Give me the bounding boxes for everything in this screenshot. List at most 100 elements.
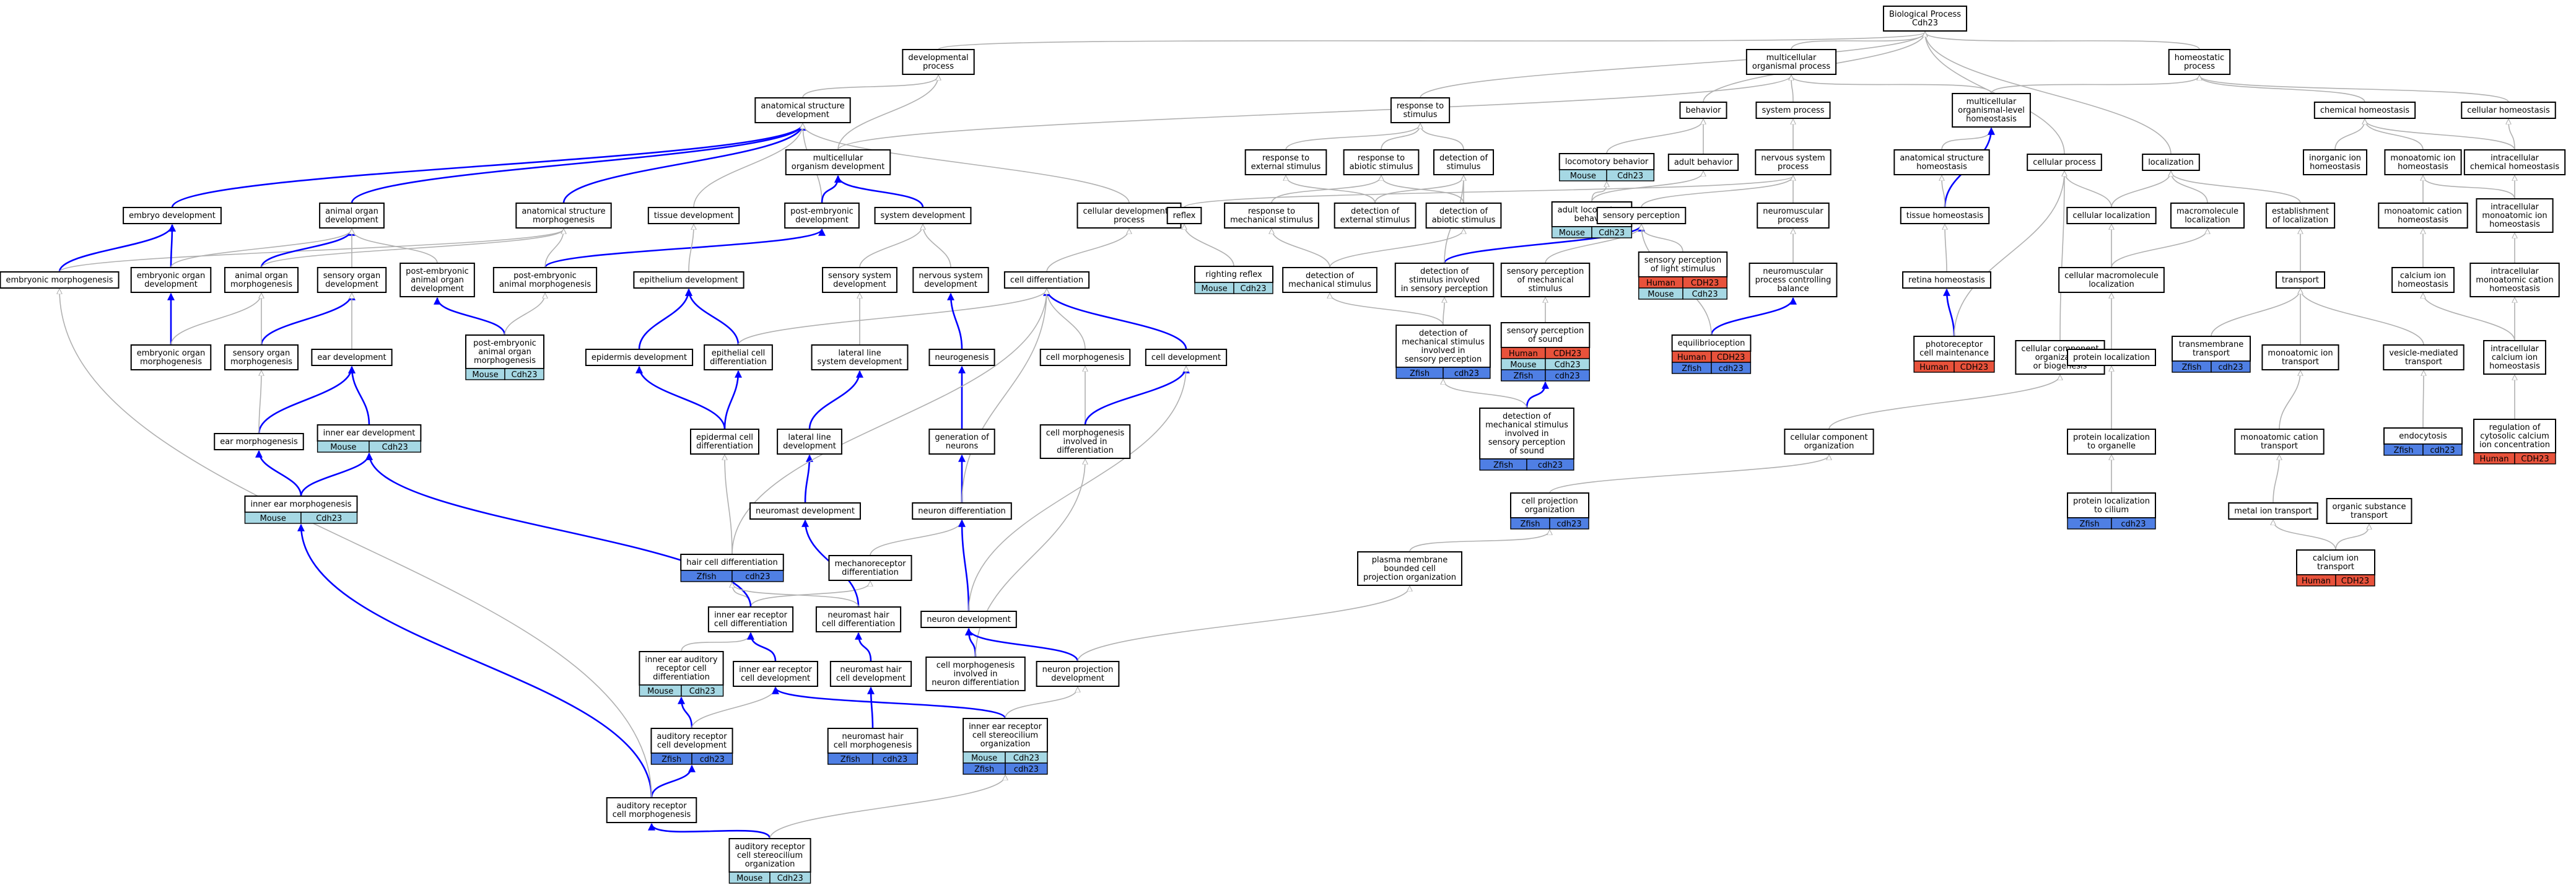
go-term-box [2302,149,2368,175]
go-term-node: cell development [1145,349,1228,366]
go-term-node: behavior [1679,102,1727,119]
go-term-box [1745,49,1837,75]
gene-cell [1526,458,1574,471]
go-term-label: generation of [935,433,989,442]
gene-label: Cdh23 [1555,360,1581,370]
species-label: Mouse [260,514,286,523]
part-of-edge [1526,381,1549,409]
go-term-label: detection of [1419,329,1467,338]
go-term-box [754,97,851,123]
go-term-node: neurogenesis [928,349,995,366]
part-of-edge [834,175,924,208]
go-term-label: neuromast hair [827,611,889,620]
is-a-edge [1272,229,1330,268]
go-term-label: morphogenesis [533,216,595,225]
go-term-label: sensory perception [1488,438,1566,447]
go-term-label: homeostasis [2398,280,2448,289]
part-of-edge [351,123,806,204]
is-a-edge [2273,455,2279,504]
go-term-label: mechanical stimulus [1402,338,1485,347]
go-term-label: sensory perception [1507,267,1584,276]
go-term-box [785,149,891,175]
go-term-box [2391,267,2455,293]
go-term-label: involved in [1421,346,1465,356]
go-term-label: process controlling [1755,276,1832,285]
go-term-label: inner ear receptor [969,722,1042,731]
part-of-edge [855,632,872,662]
go-term-label: cell morphogenesis [613,810,691,819]
go-term-node: neuron differentiation [912,502,1012,520]
go-term-label: detection of [1306,271,1354,281]
go-term-box [2383,344,2465,370]
go-term-box [912,502,1012,520]
go-term-label: stimulus involved [1409,276,1480,285]
species-label: Zfish [2079,520,2099,529]
go-term-label: process [1778,216,1809,225]
go-term-box [0,271,120,289]
go-term-box [317,424,422,442]
is-a-edge [2335,525,2369,551]
is-a-edge [938,32,1925,50]
go-term-box [749,502,861,520]
gene-cell [2111,517,2156,530]
go-term-label: mechanical stimulus [1485,421,1568,430]
go-term-label: vesicle-mediated [2389,349,2458,358]
go-term-label: righting reflex [1205,270,1262,279]
go-term-label: development [776,110,829,120]
species-label: Mouse [1570,172,1596,181]
go-term-label: cellular localization [2072,211,2150,220]
go-term-label: ion concentration [2479,440,2550,450]
part-of-edge [867,686,875,729]
go-term-box [1394,263,1495,297]
gene-label: CDH23 [1553,349,1581,359]
go-term-label: detection of [1439,207,1488,216]
gene-cell [681,684,724,697]
go-term-label: cell development [1151,353,1221,362]
go-term-label: cell stereocilium [737,851,803,860]
go-term-label: transport [2193,349,2230,358]
gene-cell [1545,369,1590,382]
part-of-edge [1043,288,1187,350]
is-a-edge [1381,176,1464,204]
part-of-edge [255,450,302,497]
is-a-edge [2365,120,2424,151]
go-term-node: cell morphogenesis [1039,349,1131,366]
is-a-edge [1545,225,1641,264]
go-term-box [1036,661,1120,687]
go-term-box [492,267,598,293]
is-a-edge [1077,587,1410,662]
is-a-edge [1641,176,1793,208]
go-term-label: transport [2317,562,2354,572]
go-term-label: post-embryonic [406,267,469,276]
go-term-box [874,207,972,224]
go-term-box [1882,6,1968,32]
is-a-edge [870,520,962,556]
go-term-box [2378,203,2468,229]
go-term-label: multicellular [1766,53,1817,63]
go-term-label: system development [881,211,966,220]
is-a-edge [2111,172,2171,208]
gene-label: cdh23 [1538,461,1563,470]
go-term-label: neuromuscular [1763,207,1823,216]
go-term-node: sensory perception [1596,207,1687,224]
go-term-label: cytosolic calcium [2480,432,2549,441]
